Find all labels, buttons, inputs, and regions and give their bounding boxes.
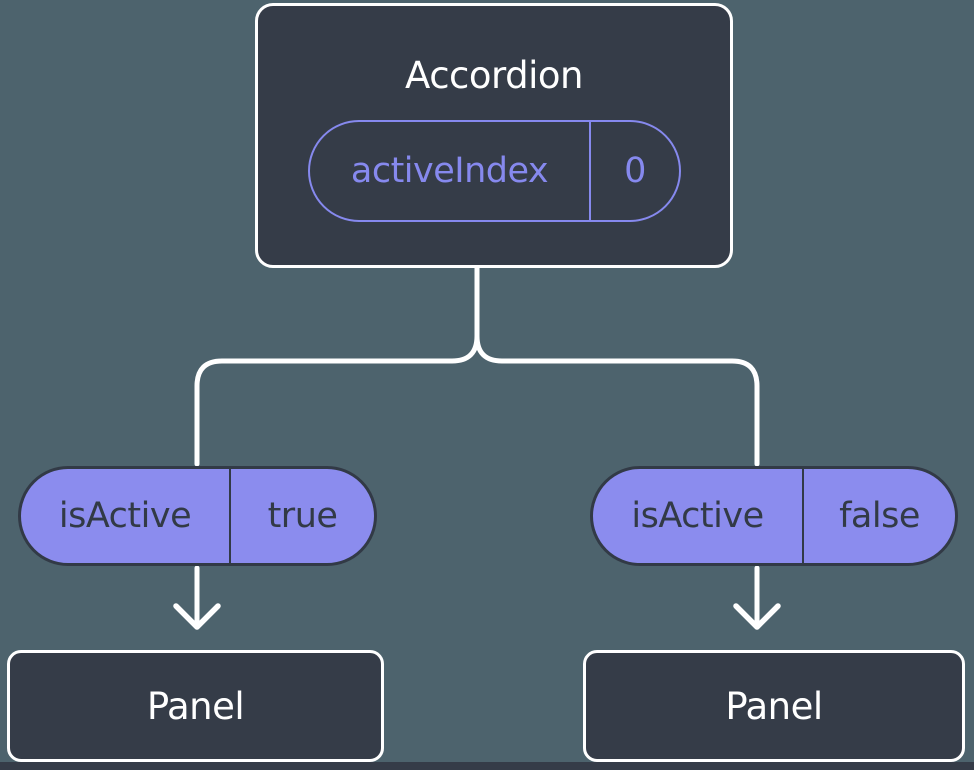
bottom-edge-bar — [0, 762, 974, 770]
arrow-left-head — [173, 603, 221, 630]
prop-pill: isActive false — [590, 466, 958, 566]
state-pill-value: 0 — [624, 151, 646, 191]
connector-root-to-right-branch — [474, 262, 760, 467]
panel-node: Panel — [583, 650, 965, 762]
panel-node: Panel — [7, 650, 384, 762]
prop-pill: isActive true — [18, 466, 377, 566]
accordion-node-title: Accordion — [405, 54, 583, 97]
panel-node-title: Panel — [725, 684, 823, 728]
accordion-node: Accordion activeIndex 0 — [255, 3, 733, 268]
connector-root-to-left-branch — [194, 262, 480, 467]
prop-pill-value: false — [839, 496, 920, 536]
prop-pill-name: isActive — [21, 469, 231, 563]
state-pill-name: activeIndex — [310, 122, 591, 220]
prop-pill-name: isActive — [593, 469, 804, 563]
state-pill: activeIndex 0 — [308, 120, 681, 222]
prop-pill-value: true — [267, 496, 338, 536]
arrow-right-head — [733, 603, 781, 630]
panel-node-title: Panel — [146, 684, 245, 728]
